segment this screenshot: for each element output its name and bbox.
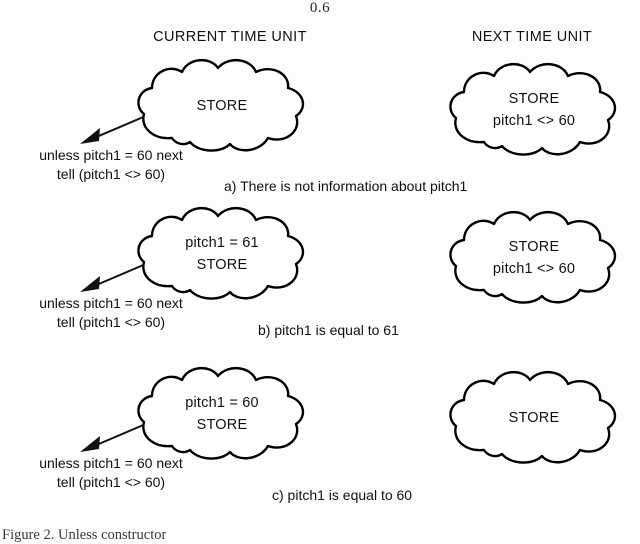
unless-statement-line1: unless pitch1 = 60 next xyxy=(39,147,183,163)
cloud-shape-icon xyxy=(137,59,305,152)
column-header-next-time-unit: NEXT TIME UNIT xyxy=(471,29,593,45)
diagram-row-c: unless pitch1 = 60 next tell (pitch1 <> … xyxy=(0,360,640,510)
unless-statement-line1: unless pitch1 = 60 next xyxy=(39,455,183,471)
store-cloud-current-c[interactable]: pitch1 = 60 STORE xyxy=(132,362,312,466)
unless-statement-line1: unless pitch1 = 60 next xyxy=(39,295,183,311)
column-header-current-time-unit: CURRENT TIME UNIT xyxy=(153,29,307,45)
figure-caption: Figure 2. Unless constructor xyxy=(2,527,167,543)
store-cloud-next-c[interactable]: STORE xyxy=(444,366,624,470)
row-caption-a: a) There is not information about pitch1 xyxy=(224,178,468,194)
row-caption-c: c) pitch1 is equal to 60 xyxy=(272,487,413,503)
store-cloud-next-b[interactable]: STORE pitch1 <> 60 xyxy=(444,206,624,310)
page-number: 0.6 xyxy=(309,0,331,16)
cloud-shape-icon xyxy=(137,367,305,460)
cloud-shape-icon xyxy=(449,371,617,464)
store-cloud-next-a[interactable]: STORE pitch1 <> 60 xyxy=(444,58,624,162)
unless-statement-line2: tell (pitch1 <> 60) xyxy=(56,474,166,490)
store-cloud-current-b[interactable]: pitch1 = 61 STORE xyxy=(132,202,312,306)
cloud-shape-icon xyxy=(137,207,305,300)
row-caption-b: b) pitch1 is equal to 61 xyxy=(258,322,399,338)
cloud-shape-icon xyxy=(449,63,617,156)
unless-statement-line2: tell (pitch1 <> 60) xyxy=(56,314,166,330)
unless-statement-b: unless pitch1 = 60 next tell (pitch1 <> … xyxy=(6,294,216,332)
unless-statement-a: unless pitch1 = 60 next tell (pitch1 <> … xyxy=(6,146,216,184)
unless-statement-line2: tell (pitch1 <> 60) xyxy=(56,166,166,182)
unless-statement-c: unless pitch1 = 60 next tell (pitch1 <> … xyxy=(6,454,216,492)
store-cloud-current-a[interactable]: STORE xyxy=(132,54,312,158)
cloud-shape-icon xyxy=(449,211,617,304)
diagram-row-a: unless pitch1 = 60 next tell (pitch1 <> … xyxy=(0,52,640,202)
diagram-row-b: unless pitch1 = 60 next tell (pitch1 <> … xyxy=(0,200,640,350)
